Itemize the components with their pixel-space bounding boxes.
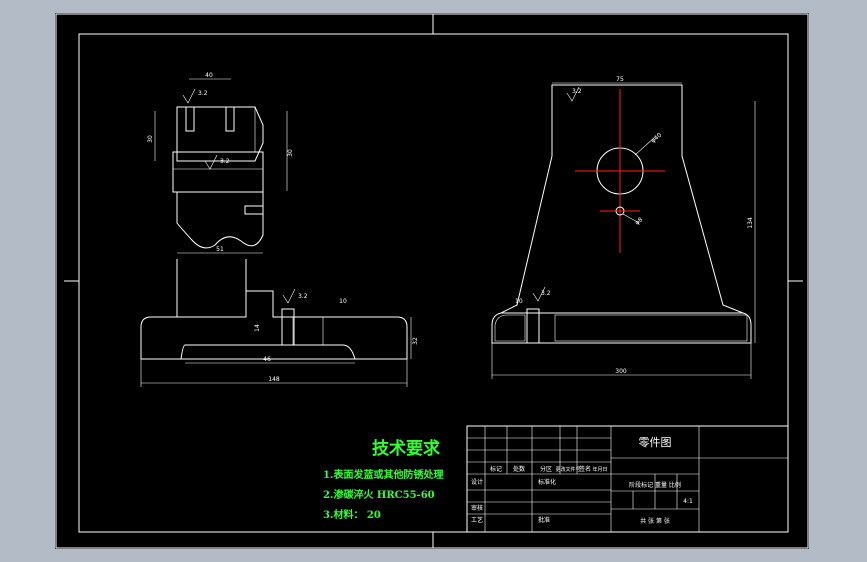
front-bore-band	[172, 151, 264, 193]
roughness-side-base: 3.2	[541, 290, 551, 297]
roughness-front-bore: 3.2	[220, 158, 230, 165]
outer-frame	[55, 13, 809, 549]
tech-item-2: 2.渗碳淬火 HRC55-60	[323, 488, 435, 501]
front-hole-left	[185, 106, 195, 132]
row-standard: 标准化	[538, 478, 556, 486]
dim-front-base-step: 14	[254, 324, 261, 332]
roughness-symbol-base	[282, 288, 296, 304]
header-zone: 分区	[540, 465, 552, 473]
row-approve: 批准	[538, 516, 550, 524]
roughness-symbol-side-top	[566, 86, 580, 102]
header-change-doc: 更改文件号	[555, 466, 580, 473]
roughness-front-top: 3.2	[198, 90, 208, 97]
drawing-sheet[interactable]: 40 30 30 51 46 148 32 14 10 3.2 3.2 3.2	[55, 13, 809, 549]
dim-front-base-inner: 46	[263, 356, 271, 363]
title-block[interactable]: 零件图 标记 处数 分区 更改文件号 签名 年月日 设计 标准化 审核 工艺 批…	[466, 425, 789, 533]
front-base-recess	[180, 344, 356, 360]
header-date: 年月日	[592, 466, 607, 473]
dim-front-top-width: 40	[205, 72, 213, 79]
roughness-symbol-side-base	[532, 286, 546, 302]
dim-front-base-height: 32	[412, 337, 419, 345]
sheet-labels: 共 张 第 张	[640, 517, 670, 525]
roughness-symbol-bore	[204, 154, 218, 170]
dim-side-height: 134	[747, 217, 754, 229]
scale-value: 4:1	[683, 498, 693, 505]
dim-side-top-width: 75	[616, 76, 624, 83]
side-base-hatch-left	[494, 314, 526, 342]
dim-front-hole: 10	[339, 298, 347, 305]
dim-front-mid-width: 51	[216, 246, 224, 253]
dim-side-base-width: 300	[615, 368, 627, 375]
tech-title: 技术要求	[372, 438, 440, 459]
dim-front-right-height: 30	[287, 149, 294, 157]
front-base-hatch	[292, 316, 324, 346]
header-count: 处数	[513, 465, 525, 473]
tech-requirements: 技术要求 1.表面发蓝或其他防锈处理 2.渗碳淬火 HRC55-60 3.材料：…	[323, 438, 443, 521]
leader-bore	[634, 136, 656, 156]
front-hole-right	[225, 106, 235, 132]
front-view[interactable]: 40 30 30 51 46 148 32 14 10 3.2 3.2 3.2	[140, 72, 419, 387]
roughness-front-base: 3.2	[298, 293, 308, 300]
side-view[interactable]: 75 134 300 φ40 φ8 10 3.2 3.2	[491, 76, 756, 379]
leader-small-hole	[622, 213, 640, 224]
row-review: 审核	[471, 504, 483, 512]
front-base-hole	[281, 308, 295, 346]
front-lower-section	[176, 191, 264, 249]
dim-side-bore-dia: φ40	[650, 132, 664, 145]
front-side-hole	[244, 205, 264, 215]
tech-item-3: 3.材料： 20	[323, 508, 381, 521]
side-base-hole	[526, 308, 540, 344]
row-design: 设计	[471, 478, 483, 486]
header-mark: 标记	[490, 465, 502, 473]
drawing-canvas[interactable]: 40 30 30 51 46 148 32 14 10 3.2 3.2 3.2	[55, 13, 809, 549]
title-block-grid	[467, 426, 788, 532]
header-sign: 签名	[579, 465, 591, 473]
part-name: 零件图	[639, 436, 672, 449]
side-base-hatch-right	[554, 314, 748, 342]
row-process: 工艺	[471, 516, 483, 524]
dim-front-left-height: 30	[147, 135, 154, 143]
tech-item-1: 1.表面发蓝或其他防锈处理	[323, 468, 443, 481]
roughness-side-top: 3.2	[572, 88, 582, 95]
dim-side-small-hole: φ8	[634, 216, 645, 226]
roughness-symbol-top	[182, 88, 196, 104]
title-block-frame	[466, 425, 789, 533]
front-base-outline	[140, 290, 408, 360]
dim-front-base-total: 148	[268, 376, 280, 383]
front-head-section	[176, 106, 256, 153]
side-body-outline	[491, 84, 752, 344]
stage-labels: 阶段标记 重量 比例	[629, 481, 681, 489]
dim-side-hole: 10	[515, 298, 523, 305]
front-head-outline	[176, 106, 264, 162]
